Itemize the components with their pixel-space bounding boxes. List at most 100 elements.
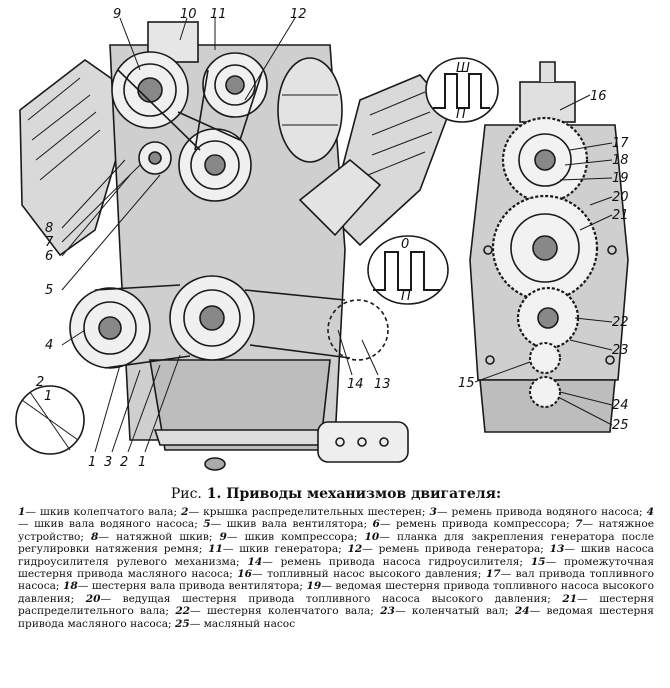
callout-8: 8 <box>45 221 53 236</box>
legend-text: ведомая шестерня привода топливного насо… <box>18 580 654 605</box>
legend-text: масляный насос <box>200 617 296 630</box>
legend-number: 13 <box>549 543 565 556</box>
inset-callout-2: 2 <box>36 375 44 390</box>
legend-entry: 16— топливный насос высокого давления; <box>237 568 486 581</box>
callout-7: 7 <box>45 235 54 250</box>
legend-text: ведущая шестерня привода топливного насо… <box>111 592 563 605</box>
legend-entry: 19— ведомая шестерня привода топливного … <box>18 580 654 605</box>
legend-text: топливный насос высокого давления; <box>262 568 486 581</box>
caption-title-text: 1. Приводы механизмов двигателя: <box>206 486 502 502</box>
legend-text: шкив вала вентилятора; <box>221 518 373 531</box>
legend-number: 16 <box>237 568 253 581</box>
legend-entry: 24— ведомая шестерня привода масляного н… <box>18 605 654 630</box>
legend-entry: 10— планка для закрепления генератора по… <box>18 530 654 556</box>
caption-prefix: Рис. <box>170 486 202 502</box>
legend-number: 25 <box>174 617 190 630</box>
waveform-inset-lower <box>367 235 449 305</box>
legend-number: 20 <box>85 592 101 605</box>
legend-entry: 14— ремень привода насоса гидроусилителя… <box>247 555 531 568</box>
power-steering-belt <box>244 289 351 359</box>
callout-2-bottom: 2 <box>120 455 128 470</box>
legend-number: 14 <box>247 555 263 568</box>
callout-15: 15 <box>458 376 475 391</box>
legend-number: 24 <box>514 605 530 618</box>
compressor-cylinder <box>298 158 382 237</box>
legend-entry: 11— шкив генератора; <box>208 543 348 556</box>
callout-20: 20 <box>612 190 629 205</box>
generator-belt <box>194 69 263 151</box>
legend-entry: 13— шкив насоса гидроусилителя рулевого … <box>18 543 654 568</box>
callout-22: 22 <box>612 315 629 330</box>
legend-text: ведомая шестерня привода масляного насос… <box>18 605 654 630</box>
upper-inset-mark-bottom: П <box>456 107 466 122</box>
legend-number: 19 <box>306 580 322 593</box>
legend-entry: 20— ведущая шестерня привода топливного … <box>85 592 563 605</box>
legend-number: 6 <box>372 518 380 531</box>
legend-number: 17 <box>485 568 501 581</box>
inset-callout-1: 1 <box>44 389 52 404</box>
callout-18: 18 <box>612 153 629 168</box>
engine-drives-diagram: 9 10 11 12 16 17 18 19 20 21 22 23 15 24… <box>15 7 629 471</box>
callout-14: 14 <box>347 377 364 392</box>
legend-text: ремень привода насоса гидроусилителя; <box>272 555 531 568</box>
waveform-inset-upper <box>425 57 499 123</box>
left-cylinder-bank <box>19 59 136 257</box>
legend-text: шкив вала водяного насоса; <box>28 518 204 531</box>
callout-21: 21 <box>612 208 629 223</box>
callout-17: 17 <box>612 136 629 151</box>
legend-entry: 6— ремень привода компрессора; <box>372 518 576 531</box>
legend-number: 18 <box>63 580 78 593</box>
legend-number: 7 <box>575 518 583 531</box>
legend-number: 4 <box>646 506 655 518</box>
callout-3: 3 <box>104 455 112 470</box>
legend-text: шестерня коленчатого вала; <box>200 605 381 618</box>
legend-number: 11 <box>208 543 223 556</box>
oil-pump-idler-gear <box>529 342 561 374</box>
legend-text: ремень привода водяного насоса; <box>447 506 647 518</box>
legend-number: 21 <box>562 592 578 605</box>
callout-10: 10 <box>180 7 197 22</box>
legend-text: шкив насоса гидроусилителя рулевого меха… <box>18 543 654 568</box>
callout-4: 4 <box>45 338 53 353</box>
legend-text: шестерня вала привода вентилятора; <box>88 580 307 593</box>
callout-23: 23 <box>612 343 629 358</box>
legend-entry: 22— шестерня коленчатого вала; <box>175 605 381 618</box>
legend-text: вал привода топливного насоса; <box>18 568 654 593</box>
legend-number: 1 <box>18 506 26 518</box>
leader-lines <box>61 17 613 453</box>
callout-5: 5 <box>45 283 53 298</box>
callout-9: 9 <box>113 7 121 22</box>
legend-text: шестерня распределительного вала; <box>18 592 655 618</box>
caption-title: Рис. 1. Приводы механизмов двигателя: <box>18 486 654 502</box>
legend-entry: 12— ремень привода генератора; <box>347 543 550 556</box>
legend-number: 12 <box>347 543 363 556</box>
cover-plate <box>153 429 332 446</box>
callout-16: 16 <box>590 89 607 104</box>
legend-entry: 15— промежуточная шестерня привода масля… <box>18 555 654 581</box>
callout-13: 13 <box>374 377 391 392</box>
legend-text: шкив компрессора; <box>237 530 365 543</box>
legend-text: коленчатый вал; <box>405 605 515 618</box>
legend-number: 23 <box>380 605 395 618</box>
callout-19: 19 <box>612 171 629 186</box>
fuel-pump-housing <box>519 81 576 123</box>
lower-inset-mark-bottom: П <box>401 289 411 304</box>
callout-11: 11 <box>210 7 227 22</box>
power-steering-pump-pulley <box>327 299 389 361</box>
legend-number: 2 <box>181 506 189 518</box>
callout-6: 6 <box>45 249 53 264</box>
legend-number: 8 <box>91 530 99 543</box>
legend-entry: 1— шкив колепчатого вала; <box>18 506 182 518</box>
legend-text: ремень привода генератора; <box>372 543 550 556</box>
legend-entry: 7— натяжное устройство; <box>18 518 654 543</box>
legend-entry: 2— крышка распределительных шестерен; <box>181 506 430 518</box>
legend-entry: 23— коленчатый вал; <box>380 605 515 618</box>
legend-text: шкив генератора; <box>233 543 348 556</box>
figure-caption: Рис. 1. Приводы механизмов двигателя: 1—… <box>18 486 654 630</box>
legend-text: ремень привода компрессора; <box>390 518 576 531</box>
callout-24: 24 <box>612 398 629 413</box>
legend-entry: 25— масляный насос <box>174 617 296 630</box>
water-pump-belt <box>94 284 191 369</box>
legend-text: промежуточная шестерня привода масляного… <box>18 555 654 581</box>
generator-body <box>277 57 343 163</box>
